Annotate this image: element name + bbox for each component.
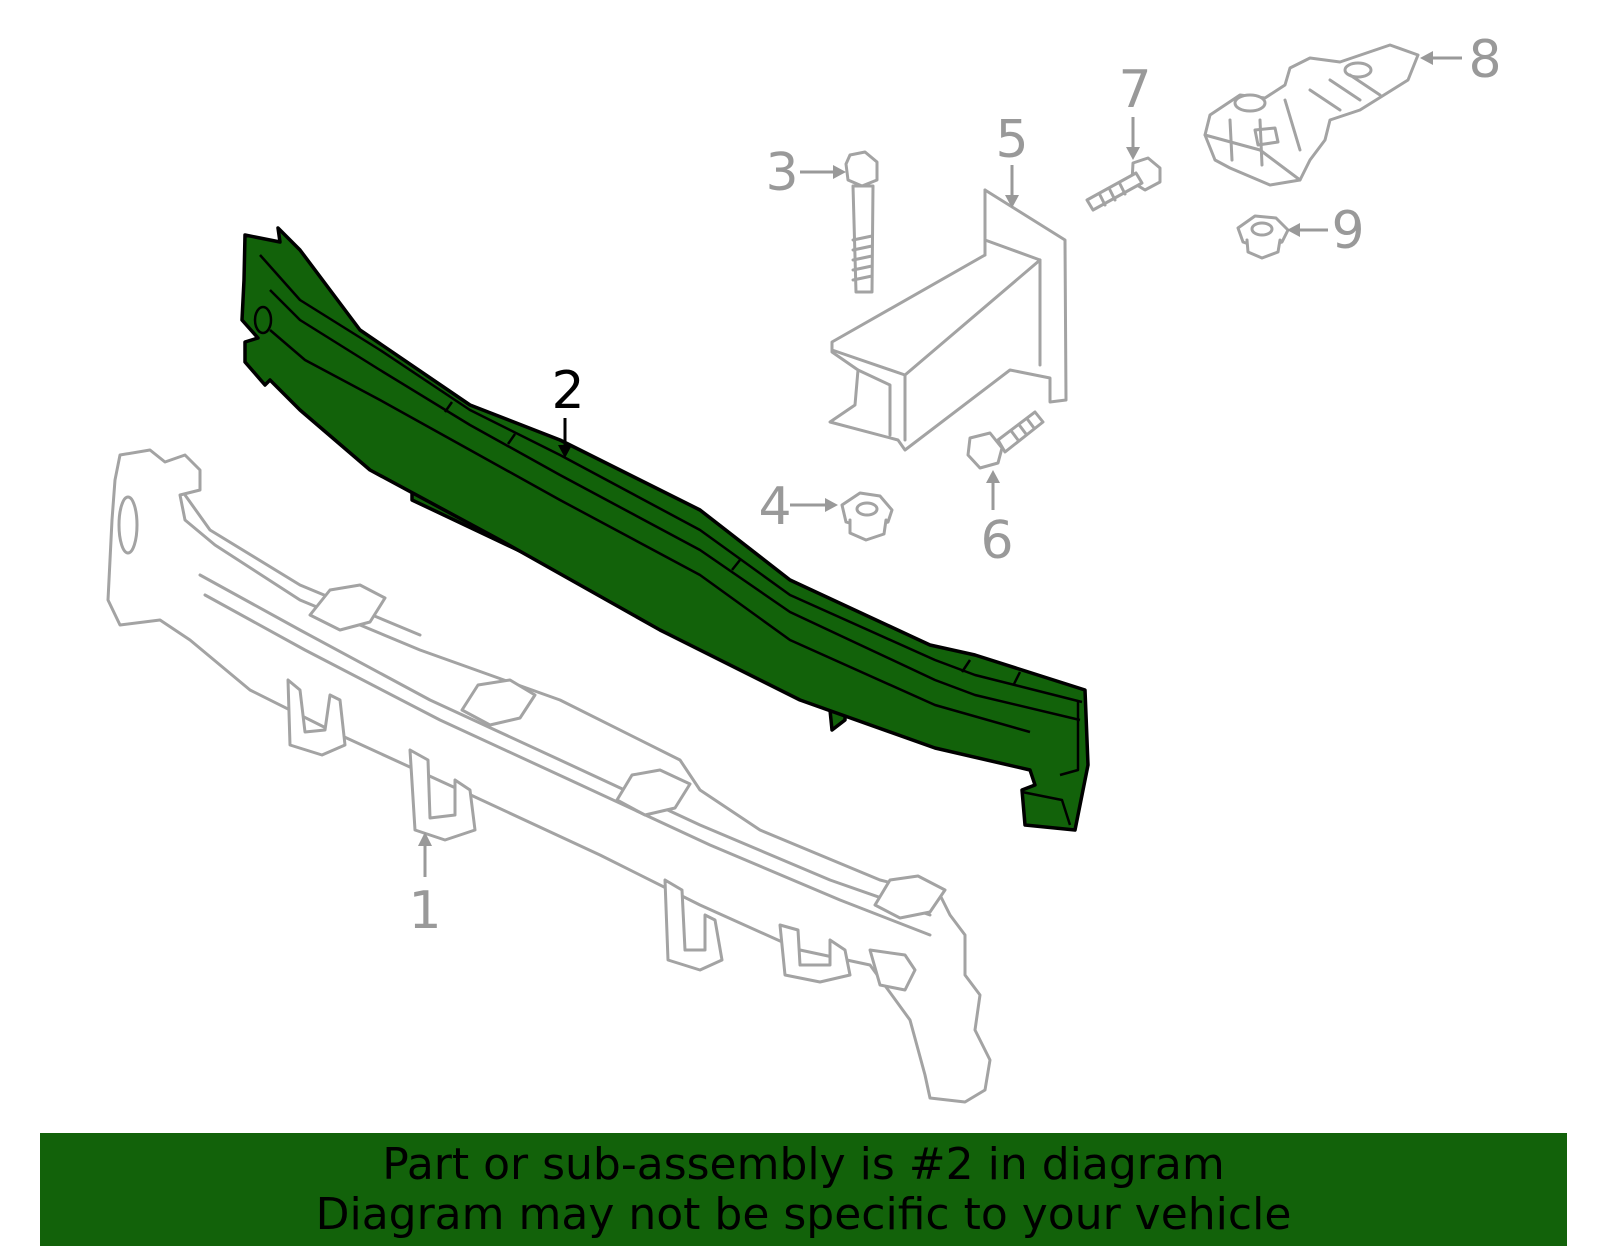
callout-2: 2	[551, 361, 584, 421]
part-6-bolt	[966, 410, 1045, 470]
callout-9: 9	[1331, 201, 1364, 261]
callout-8: 8	[1468, 30, 1501, 90]
part-7-screw	[1085, 156, 1162, 212]
part-5-bracket	[828, 188, 1068, 452]
part-4-nut	[840, 491, 894, 542]
callout-3: 3	[765, 143, 798, 203]
callout-6: 6	[980, 511, 1013, 571]
notice-banner: Part or sub-assembly is #2 in diagram Di…	[40, 1133, 1567, 1246]
callout-4: 4	[758, 477, 791, 537]
callout-labels: 1 2 3 4 5 6 7 8 9	[408, 30, 1501, 941]
part-2-bumper-reinforcement	[240, 226, 1090, 832]
banner-vehicle-disclaimer: Diagram may not be specific to your vehi…	[315, 1188, 1292, 1240]
callout-leaders	[418, 51, 1462, 877]
part-1-lower-absorber	[106, 448, 992, 1104]
callout-1: 1	[408, 881, 441, 941]
callout-5: 5	[995, 110, 1028, 170]
part-9-clip-nut	[1236, 214, 1290, 260]
banner-part-notice: Part or sub-assembly is #2 in diagram	[382, 1138, 1225, 1190]
part-3-bolt	[844, 150, 879, 294]
part-8-mount-bracket	[1203, 43, 1420, 187]
callout-7: 7	[1118, 60, 1151, 120]
